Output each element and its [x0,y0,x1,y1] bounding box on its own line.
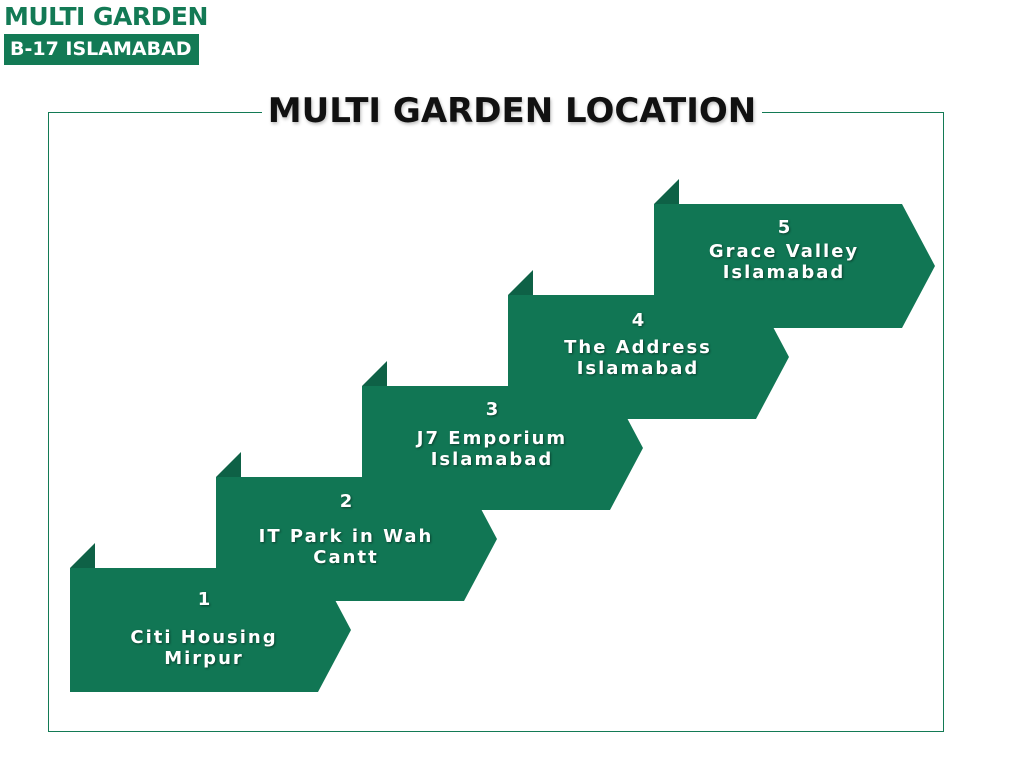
step-1-tab [70,543,95,568]
step-2-text: 2 IT Park in Wah Cantt [216,491,476,568]
step-3-number: 3 [485,399,499,420]
brand-logo: MULTI GARDEN B-17 ISLAMABAD [4,2,208,65]
step-5-label-line2: Islamabad [722,262,846,283]
step-5-text: 5 Grace Valley Islamabad [654,217,914,283]
step-4-number: 4 [631,310,645,331]
step-2-label-line2: Cantt [313,547,379,568]
step-1-text: 1 Citi Housing Mirpur [74,589,334,669]
step-1-label-line1: Citi Housing [130,627,278,648]
step-4-label-line2: Islamabad [576,358,700,379]
step-4-tab [508,270,533,295]
step-5-arrow [654,204,935,328]
step-5-shape [654,179,935,328]
step-2-label-line1: IT Park in Wah [258,526,434,547]
step-4-label-line1: The Address [564,337,712,358]
step-3-text: 3 J7 Emporium Islamabad [362,399,622,470]
step-3-label-line2: Islamabad [430,449,554,470]
step-2-number: 2 [339,491,353,512]
step-3-label-line1: J7 Emporium [416,428,568,449]
step-2-tab [216,452,241,477]
step-5-tab [654,179,679,204]
logo-title: MULTI GARDEN [4,2,208,31]
step-3-tab [362,361,387,386]
step-5-number: 5 [777,217,791,238]
logo-subtitle-badge: B-17 ISLAMABAD [4,34,199,65]
step-1-label-line2: Mirpur [164,648,244,669]
step-4-text: 4 The Address Islamabad [508,310,768,379]
step-5-label-line1: Grace Valley [708,241,860,262]
step-1-number: 1 [197,589,211,610]
